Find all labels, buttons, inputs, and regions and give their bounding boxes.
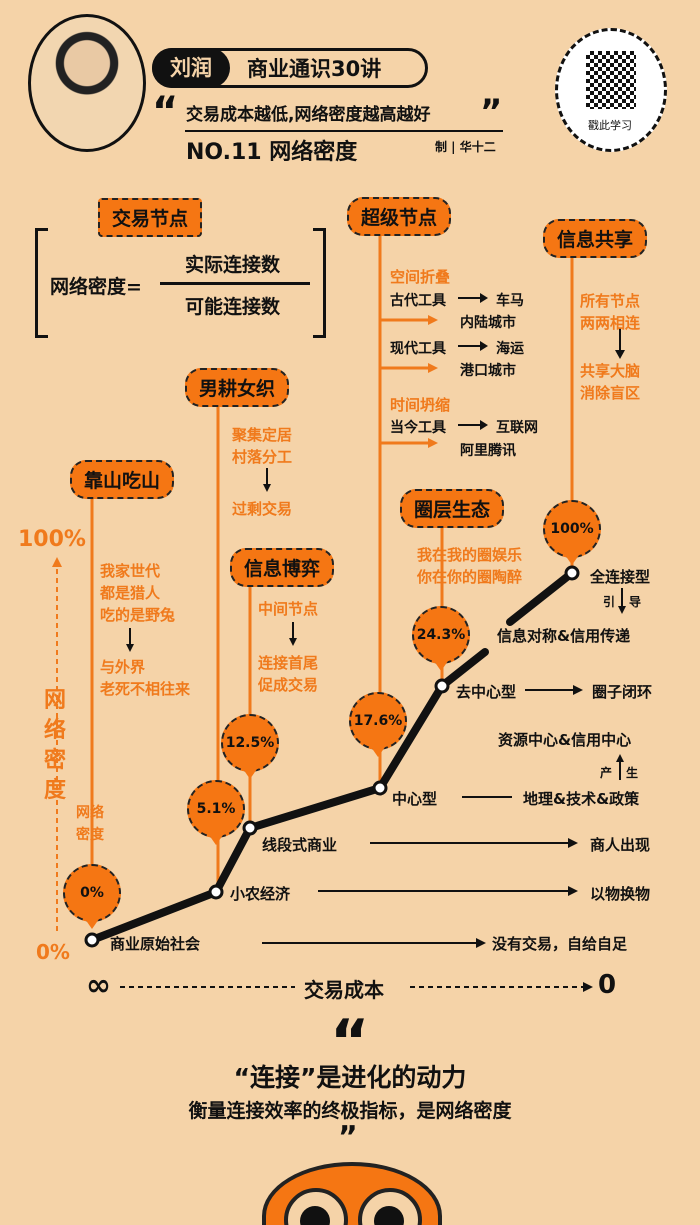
stage-tag-0: 靠山吃山 bbox=[69, 460, 175, 499]
tool-result: 阿里腾讯 bbox=[460, 443, 516, 459]
outcome-2: 商人出现 bbox=[590, 836, 651, 854]
formula-bracket-left bbox=[35, 228, 48, 338]
qr-bubble[interactable]: 戳此学习 bbox=[555, 28, 667, 152]
outcome-0: 没有交易，自给自足 bbox=[492, 935, 628, 953]
fraction-line bbox=[160, 282, 310, 285]
trade-node-tag: 交易节点 bbox=[97, 198, 203, 237]
node-label-4: 去中心型 bbox=[456, 683, 517, 701]
author-avatar bbox=[28, 14, 146, 152]
section-title: 时间坍缩 bbox=[390, 396, 451, 414]
pct-bubble-0: 0% bbox=[63, 864, 121, 929]
stage-tag-2: 信息博弈 bbox=[229, 548, 335, 587]
qr-code-icon bbox=[586, 51, 636, 109]
series-pill: 刘润 商业通识30讲 bbox=[152, 48, 428, 88]
credit: 制 | 华十二 bbox=[435, 140, 496, 154]
stage-desc: 所有节点两两相连 bbox=[580, 292, 641, 332]
outcome-4: 圈子闭环 bbox=[592, 683, 653, 701]
x-axis-label: 交易成本 bbox=[304, 978, 384, 1002]
stage-extra: 网络密度 bbox=[76, 805, 104, 843]
pct-bubble-4: 24.3% bbox=[412, 606, 470, 671]
footer-line2: 衡量连接效率的终极指标，是网络密度 bbox=[188, 1100, 512, 1122]
quote-open-icon: “ bbox=[330, 1007, 370, 1077]
tool-row: 古代工具车马 bbox=[390, 293, 524, 309]
tool-row: 当今工具互联网 bbox=[390, 420, 538, 436]
node-label-0: 商业原始社会 bbox=[110, 935, 201, 953]
stage-result: 过剩交易 bbox=[232, 500, 293, 518]
y-axis-bottom: 0% bbox=[36, 940, 70, 964]
x-axis-right: 0 bbox=[598, 970, 617, 1000]
quote-close-icon: ” bbox=[480, 92, 503, 132]
section-title: 空间折叠 bbox=[390, 268, 451, 286]
node-label-5: 全连接型 bbox=[590, 568, 651, 586]
pct-bubble-5: 100% bbox=[543, 500, 601, 565]
stage-tag-1: 男耕女织 bbox=[184, 368, 290, 407]
pct-bubble-1: 5.1% bbox=[187, 780, 245, 845]
stage-desc: 我家世代都是猎人吃的是野兔 bbox=[100, 562, 176, 624]
formula-lhs: 网络密度= bbox=[50, 276, 142, 298]
tool-result: 港口城市 bbox=[460, 363, 516, 379]
produce-label: 产生 bbox=[600, 766, 639, 780]
outcome-5: 信息对称&信用传递 bbox=[497, 627, 631, 645]
quote-open-icon: “ bbox=[152, 89, 179, 135]
stage-desc: 聚集定居村落分工 bbox=[232, 426, 293, 466]
node-label-3: 中心型 bbox=[392, 790, 438, 808]
quote-close-icon: ” bbox=[338, 1120, 358, 1155]
x-axis-left: ∞ bbox=[86, 968, 111, 1003]
stage-desc: 我在我的圈娱乐你在你的圈陶醉 bbox=[417, 546, 523, 586]
tool-result: 内陆城市 bbox=[460, 315, 516, 331]
lesson-title: NO.11 网络密度 bbox=[186, 140, 358, 165]
outcome-top-3: 资源中心&信用中心 bbox=[498, 731, 632, 749]
formula-numerator: 实际连接数 bbox=[185, 254, 281, 276]
stage-tag-5: 信息共享 bbox=[542, 219, 648, 258]
outcome-3: 地理&技术&政策 bbox=[523, 790, 640, 808]
stage-result: 共享大脑消除盲区 bbox=[580, 362, 641, 402]
y-axis-label: 网络密度 bbox=[44, 688, 67, 803]
stage-desc: 中间节点 bbox=[258, 600, 319, 618]
divider bbox=[185, 130, 503, 132]
outcome-1: 以物换物 bbox=[590, 885, 651, 903]
footer-line1: “连接”是进化的动力 bbox=[233, 1063, 467, 1092]
tool-row: 现代工具海运 bbox=[390, 341, 524, 357]
formula-denominator: 可能连接数 bbox=[185, 296, 281, 318]
y-axis-top: 100% bbox=[18, 527, 86, 552]
author-name: 刘润 bbox=[152, 48, 230, 88]
qr-label: 戳此学习 bbox=[588, 119, 632, 132]
guide-label: 引导 bbox=[603, 595, 642, 609]
stage-result: 与外界老死不相往来 bbox=[100, 658, 191, 698]
stage-result: 连接首尾促成交易 bbox=[258, 654, 319, 694]
stage-tag-4: 圈层生态 bbox=[399, 489, 505, 528]
series-title: 商业通识30讲 bbox=[247, 57, 382, 81]
node-label-1: 小农经济 bbox=[230, 885, 291, 903]
formula-bracket-right bbox=[313, 228, 326, 338]
stage-tag-3: 超级节点 bbox=[346, 197, 452, 236]
pct-bubble-3: 17.6% bbox=[349, 692, 407, 757]
pct-bubble-2: 12.5% bbox=[221, 714, 279, 779]
node-label-2: 线段式商业 bbox=[262, 836, 338, 854]
header-quote: 交易成本越低,网络密度越高越好 bbox=[186, 105, 431, 125]
